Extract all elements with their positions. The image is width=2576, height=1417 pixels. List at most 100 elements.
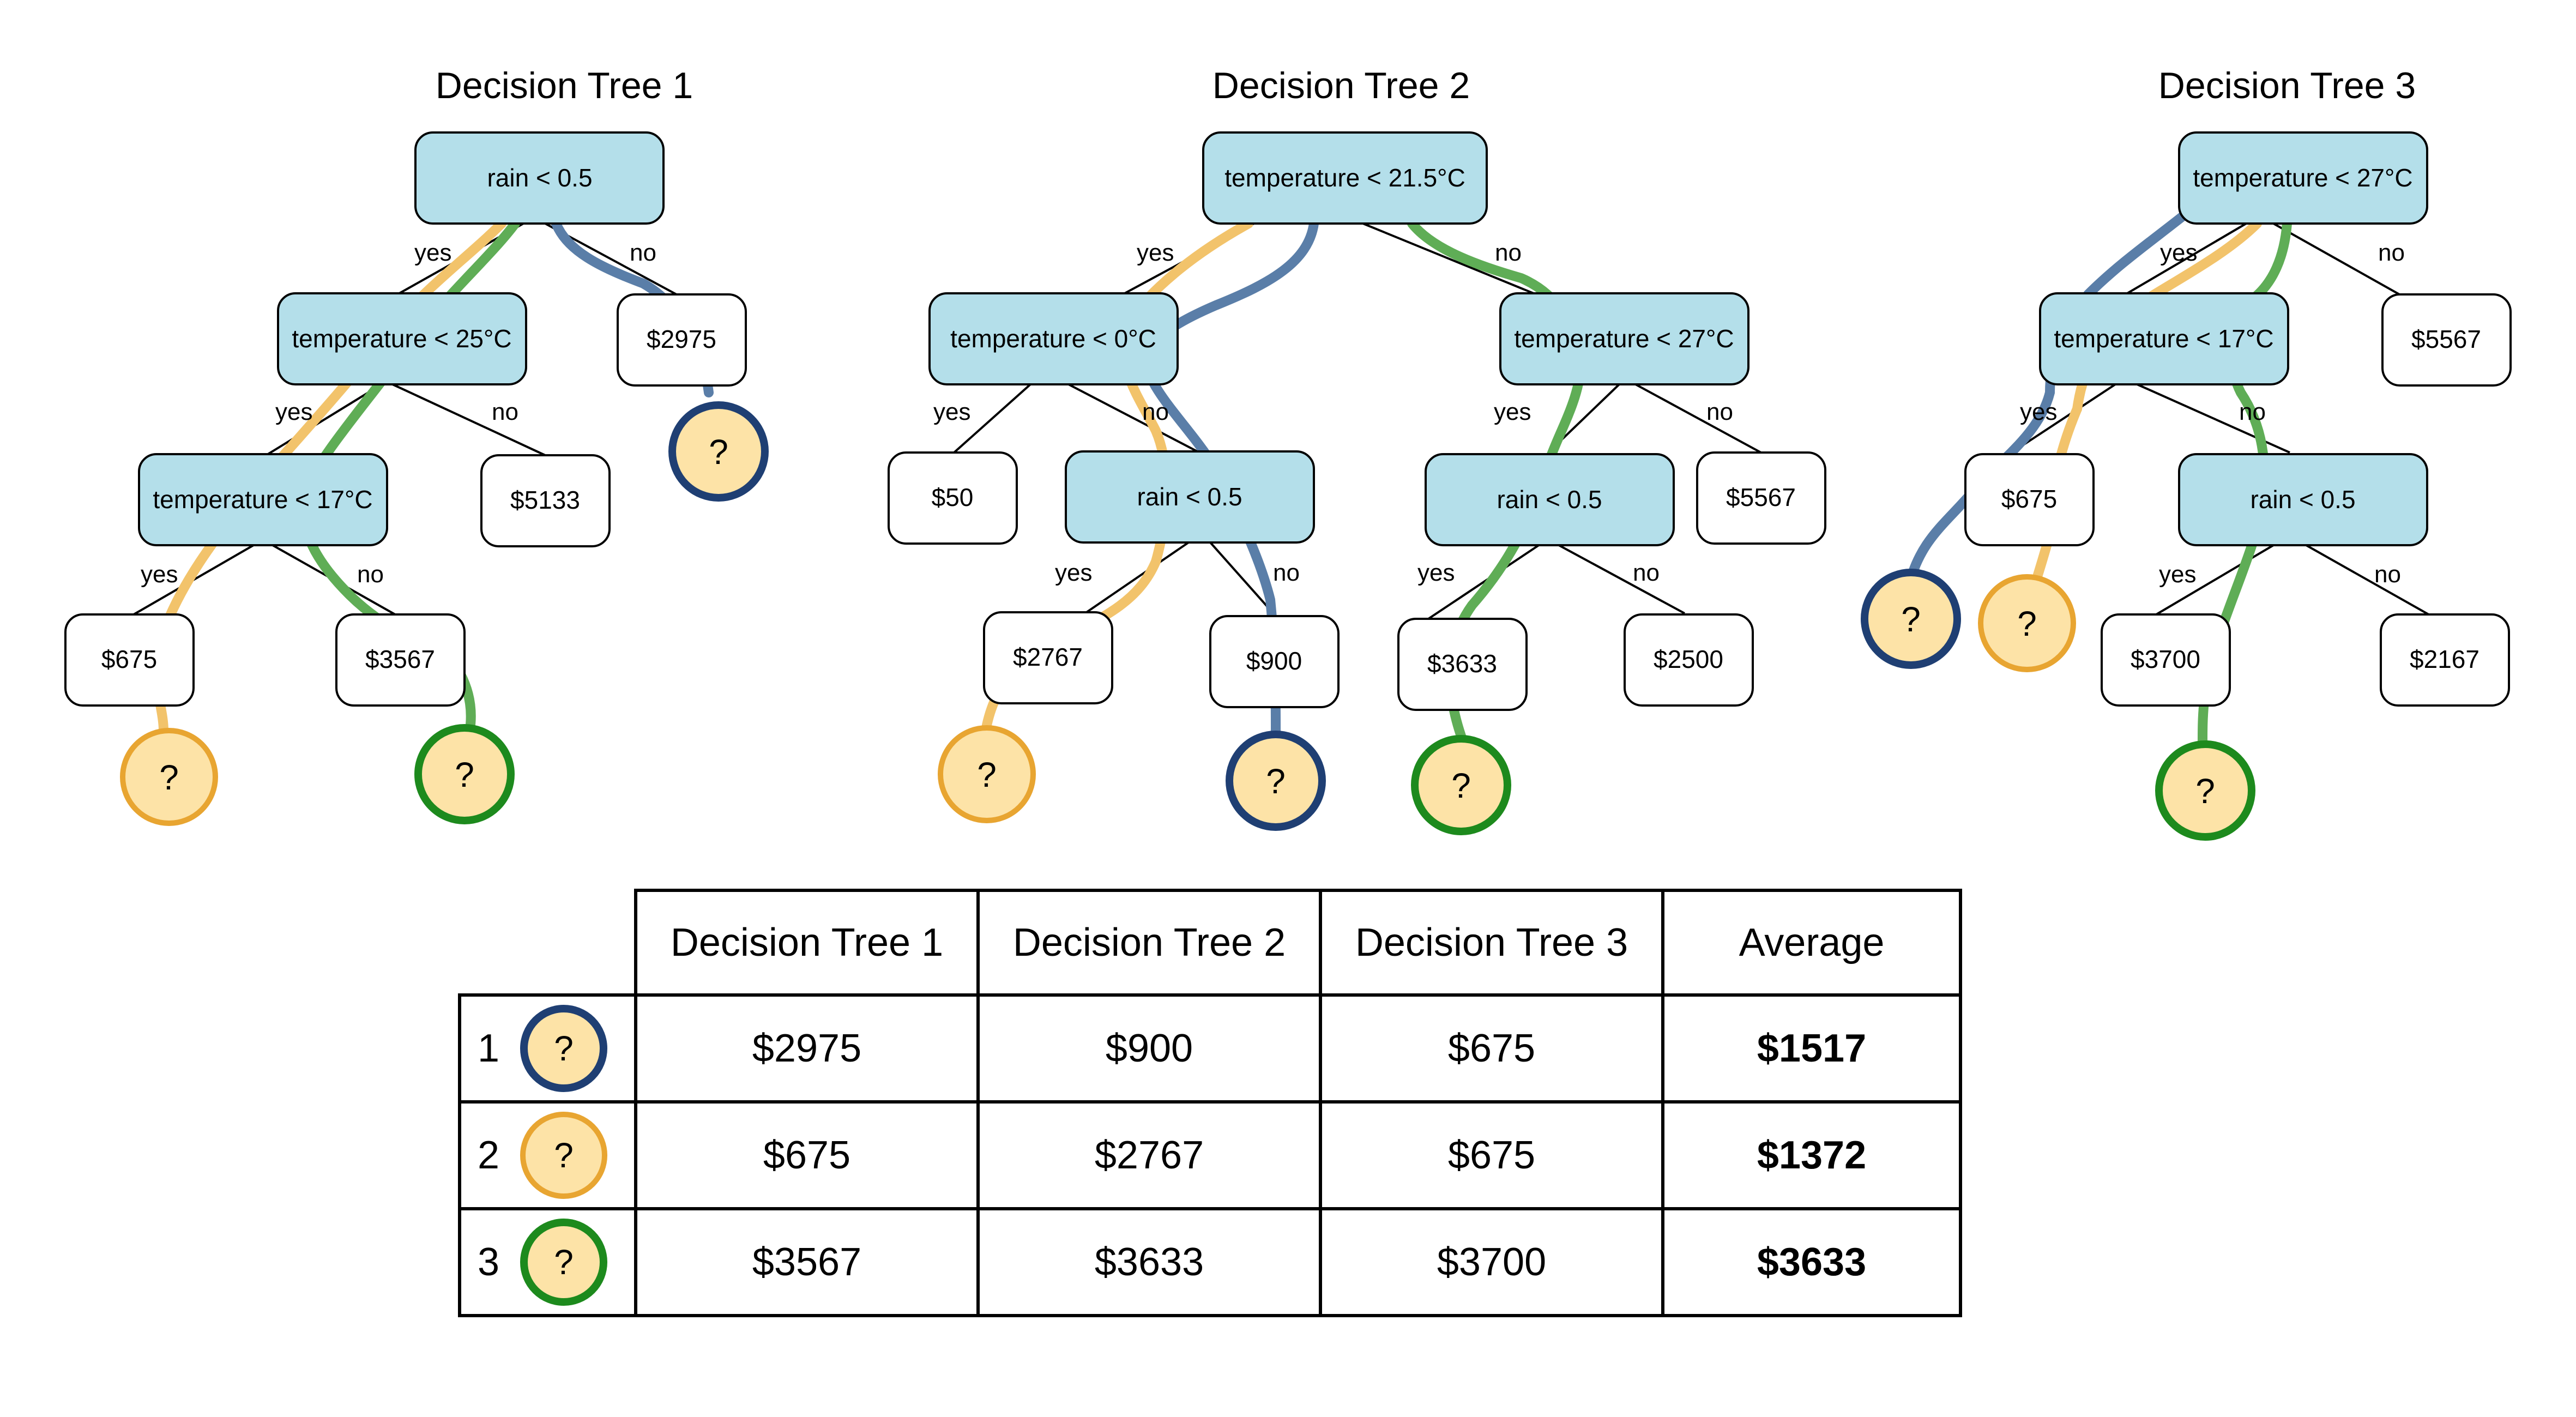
table-header-cell: Decision Tree 1 xyxy=(634,889,980,997)
row-number: 2 xyxy=(478,1133,500,1177)
split-node-label: temperature < 17°C xyxy=(2054,324,2273,353)
sample-marker-orange: ? xyxy=(1978,574,2076,672)
table-header-cell: Decision Tree 3 xyxy=(1319,889,1664,997)
decision-tree-2: Decision Tree 2 yes no yes no yes no yes… xyxy=(888,65,1826,835)
split-node: rain < 0.5 xyxy=(1425,453,1675,546)
leaf-node: $675 xyxy=(64,613,195,707)
edge-label-no: no xyxy=(2378,239,2405,266)
leaf-node-value: $3567 xyxy=(365,645,435,673)
leaf-node-value: $3633 xyxy=(1427,649,1497,678)
leaf-node: $900 xyxy=(1209,615,1340,708)
leaf-node: $2975 xyxy=(617,293,747,387)
edge-label-yes: yes xyxy=(1137,239,1174,266)
split-node-label: temperature < 21.5°C xyxy=(1224,164,1465,192)
sample-marker-green: ? xyxy=(1411,735,1511,835)
svg-text:?: ? xyxy=(1901,600,1921,639)
edge-label-no: no xyxy=(1706,399,1733,425)
split-node-label: temperature < 25°C xyxy=(292,324,511,353)
table-header-row: Decision Tree 1 Decision Tree 2 Decision… xyxy=(460,889,1962,997)
svg-text:?: ? xyxy=(2195,771,2215,811)
table-cell: $3567 xyxy=(634,1207,980,1317)
leaf-node: $675 xyxy=(1964,453,2095,546)
edge-label-yes: yes xyxy=(275,399,312,425)
edge-label-no: no xyxy=(2239,399,2266,425)
table-cell: $3700 xyxy=(1319,1207,1664,1317)
sample-marker-orange: ? xyxy=(938,725,1036,823)
edge-label-yes: yes xyxy=(2020,399,2057,425)
table-header-cell: Average xyxy=(1661,889,1962,997)
svg-text:?: ? xyxy=(1451,766,1471,805)
table-average-cell: $1517 xyxy=(1661,993,1962,1104)
edge-label-yes: yes xyxy=(1055,559,1092,586)
edge-label-yes: yes xyxy=(1494,399,1531,425)
table-average-cell: $1372 xyxy=(1661,1100,1962,1210)
row-number: 3 xyxy=(478,1240,500,1284)
split-node: temperature < 0°C xyxy=(928,292,1179,385)
sample-marker-green: ? xyxy=(520,1219,607,1306)
tree-2-title: Decision Tree 2 xyxy=(1212,65,1470,106)
results-table: Decision Tree 1 Decision Tree 2 Decision… xyxy=(458,889,1962,1317)
split-node-label: temperature < 17°C xyxy=(153,485,372,514)
sample-marker-blue: ? xyxy=(1226,731,1326,831)
edge-label-no: no xyxy=(2374,561,2401,588)
leaf-node: $3633 xyxy=(1397,618,1528,711)
sample-marker-blue: ? xyxy=(520,1005,607,1092)
table-cell: $675 xyxy=(1319,1100,1664,1210)
leaf-node-value: $2767 xyxy=(1013,643,1083,671)
sample-marker-blue: ? xyxy=(1861,569,1961,669)
row-header: 2 ? xyxy=(458,1100,637,1210)
leaf-node-value: $900 xyxy=(1246,647,1302,675)
sample-marker-green: ? xyxy=(2155,740,2255,841)
decision-tree-1: Decision Tree 1 yes no yes no yes no rai… xyxy=(64,65,769,826)
svg-text:?: ? xyxy=(455,755,474,794)
leaf-node-value: $5567 xyxy=(2411,325,2481,353)
edge-label-no: no xyxy=(1495,239,1522,266)
table-cell: $675 xyxy=(1319,993,1664,1104)
table-average-cell: $3633 xyxy=(1661,1207,1962,1317)
split-node-label: temperature < 27°C xyxy=(2193,164,2412,192)
split-node: rain < 0.5 xyxy=(414,131,665,225)
table-header-cell: Decision Tree 2 xyxy=(976,889,1322,997)
table-corner-cell xyxy=(460,890,637,997)
table-row: 1 ? $2975 $900 $675 $1517 xyxy=(458,993,1962,1104)
table-cell: $3633 xyxy=(976,1207,1322,1317)
leaf-node-value: $2975 xyxy=(647,325,716,353)
table-cell: $2767 xyxy=(976,1100,1322,1210)
leaf-node-value: $675 xyxy=(101,645,157,673)
row-header: 3 ? xyxy=(458,1207,637,1317)
leaf-node-value: $675 xyxy=(2001,485,2057,513)
tree-3-title: Decision Tree 3 xyxy=(2158,65,2416,106)
leaf-node-value: $50 xyxy=(932,483,974,511)
edge-label-yes: yes xyxy=(1417,559,1455,586)
leaf-node: $3567 xyxy=(335,613,466,707)
leaf-node-value: $5567 xyxy=(1726,483,1796,511)
leaf-node-value: $2167 xyxy=(2410,645,2480,673)
leaf-node: $3700 xyxy=(2101,613,2231,707)
svg-text:?: ? xyxy=(159,758,179,797)
split-node-label: rain < 0.5 xyxy=(1137,483,1242,511)
split-node: temperature < 17°C xyxy=(138,453,388,546)
split-node-label: temperature < 0°C xyxy=(950,324,1156,353)
svg-text:?: ? xyxy=(1266,762,1286,801)
edge-label-no: no xyxy=(1633,559,1660,586)
edge-label-no: no xyxy=(1142,399,1169,425)
sample-marker-orange: ? xyxy=(120,728,218,826)
row-header: 1 ? xyxy=(458,993,637,1104)
leaf-node: $5133 xyxy=(480,454,611,547)
table-cell: $900 xyxy=(976,993,1322,1104)
split-node: temperature < 25°C xyxy=(277,292,527,385)
leaf-node-value: $5133 xyxy=(510,486,580,514)
edge-label-yes: yes xyxy=(141,561,178,588)
split-node-label: rain < 0.5 xyxy=(2250,485,2355,514)
svg-text:?: ? xyxy=(977,755,997,794)
split-node: temperature < 27°C xyxy=(1499,292,1749,385)
edge-label-yes: yes xyxy=(2160,239,2197,266)
split-node: temperature < 27°C xyxy=(2178,131,2428,225)
edge-label-yes: yes xyxy=(933,399,970,425)
edge-label-yes: yes xyxy=(414,239,451,266)
leaf-node-value: $2500 xyxy=(1654,645,1723,673)
split-node: rain < 0.5 xyxy=(2178,453,2428,546)
svg-text:?: ? xyxy=(709,432,728,472)
table-row: 2 ? $675 $2767 $675 $1372 xyxy=(458,1100,1962,1210)
decision-trees-diagram: Decision Tree 1 yes no yes no yes no rai… xyxy=(64,65,2512,841)
